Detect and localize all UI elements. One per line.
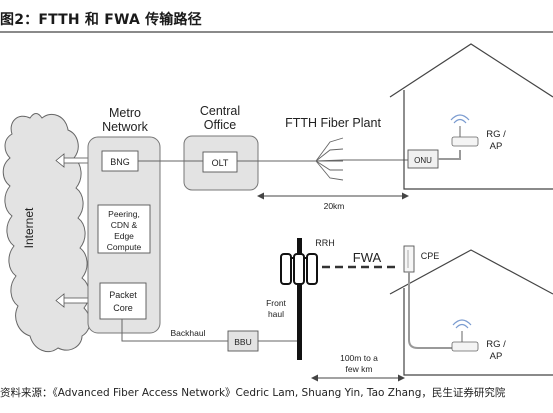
onu-router-cable-top [438, 150, 461, 160]
dist-100m-label-2: few km [346, 364, 373, 374]
packet-label-2: Core [113, 303, 133, 313]
fwa-label: FWA [353, 250, 382, 265]
olt-box [202, 151, 238, 173]
cpe-label: CPE [421, 251, 440, 261]
title-rule [0, 31, 553, 33]
fiber-splitter-fan [315, 137, 344, 181]
onu-label: ONU [414, 156, 432, 165]
metro-title-2: Network [102, 120, 149, 134]
peering-label-2: CDN & [111, 220, 138, 230]
rg-ap-bottom-label-1: RG / [486, 339, 506, 350]
cpe-router-cable [408, 272, 458, 349]
source-note: 资料来源：《Advanced Fiber Access Network》Cedr… [0, 387, 506, 399]
peering-label-3: Edge [114, 231, 134, 241]
fronthaul-label-1: Front [266, 298, 286, 308]
rg-ap-bottom-label-2: AP [490, 351, 503, 362]
internet-cloud [2, 113, 91, 352]
rrh-label: RRH [315, 238, 335, 248]
house-bottom [389, 249, 553, 376]
router-bottom-icon [451, 319, 479, 352]
rg-ap-top-label-2: AP [490, 141, 503, 152]
router-top-icon [450, 114, 479, 147]
cell-tower-icon [280, 238, 318, 360]
peering-label-4: Compute [107, 242, 142, 252]
bng-label: BNG [110, 157, 130, 167]
dist-100m-label-1: 100m to a [340, 353, 378, 363]
internet-label: Internet [22, 207, 36, 248]
rg-ap-top-label-1: RG / [486, 129, 506, 140]
figure-title: 图2：FTTH 和 FWA 传输路径 [0, 12, 202, 28]
metro-title: Metro [109, 106, 141, 120]
bbu-label: BBU [234, 337, 251, 347]
ftth-plant-label: FTTH Fiber Plant [285, 116, 381, 130]
dist-20km-label: 20km [324, 201, 345, 211]
packet-core-box [99, 282, 147, 320]
packet-label-1: Packet [109, 290, 137, 300]
peering-box [97, 204, 151, 254]
cpe-device-icon [403, 245, 415, 273]
peering-label-1: Peering, [108, 209, 140, 219]
fronthaul-label-2: haul [268, 309, 284, 319]
central-title: Central [200, 104, 240, 118]
house-top [389, 43, 553, 190]
central-title-2: Office [204, 118, 236, 132]
olt-label: OLT [212, 158, 229, 168]
backhaul-label: Backhaul [171, 328, 206, 338]
backhaul-link [121, 319, 228, 342]
